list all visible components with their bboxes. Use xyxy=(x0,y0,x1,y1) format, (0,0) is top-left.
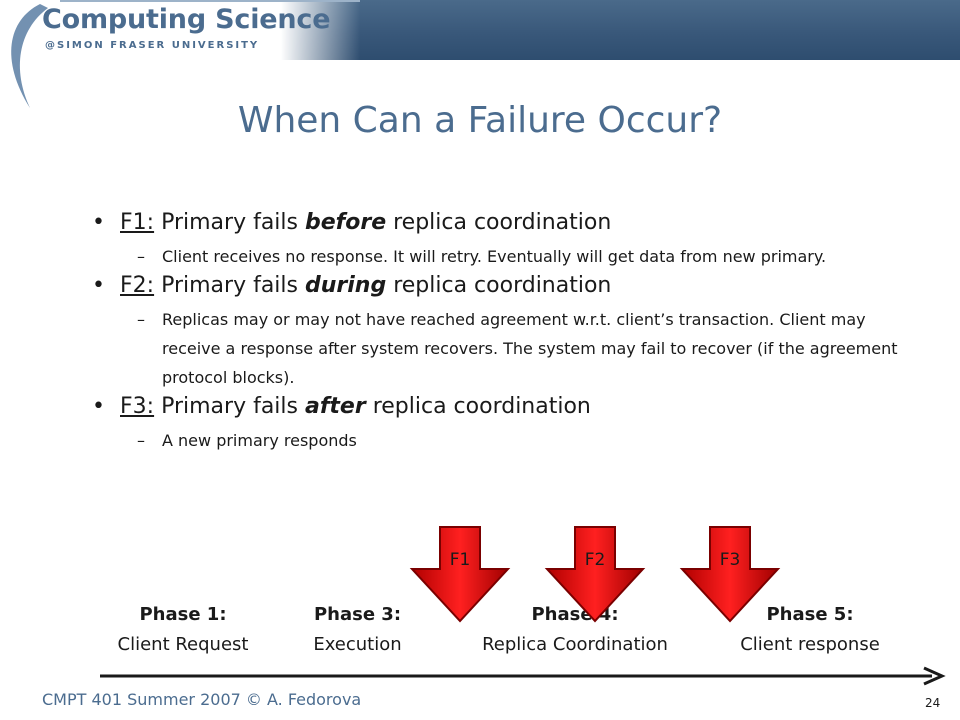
sub-bullet-text: Client receives no response. It will ret… xyxy=(162,247,827,266)
bullet-tag: F2: xyxy=(120,273,155,298)
page-number: 24 xyxy=(925,696,941,710)
phase-3: Phase 3: Execution xyxy=(290,600,425,660)
bullet-tag: F1: xyxy=(120,210,155,235)
bullet-item-f2: • F2: Primary fails during replica coord… xyxy=(92,271,912,392)
bullet-glyph: • xyxy=(92,394,105,419)
swoosh-logo-icon xyxy=(11,0,360,108)
timeline-arrow xyxy=(100,666,946,686)
bullet-list: • F1: Primary fails before replica coord… xyxy=(92,208,912,455)
dash-glyph: – xyxy=(137,247,145,266)
footer-course: CMPT 401 Summer 2007 © A. Fedorova xyxy=(42,690,362,709)
phase-1: Phase 1: Client Request xyxy=(98,600,268,660)
sub-bullet-text: Replicas may or may not have reached agr… xyxy=(162,310,898,387)
failure-label-f2: F2 xyxy=(584,550,606,570)
bullet-text-pre: Primary fails xyxy=(154,210,305,235)
bullet-emphasis: before xyxy=(304,210,387,235)
bullet-text-post: replica coordination xyxy=(386,273,612,298)
down-arrow-icon xyxy=(409,526,511,623)
phase-title: Phase 3: xyxy=(313,604,402,625)
bullet-emphasis: after xyxy=(304,394,366,419)
dash-glyph: – xyxy=(137,310,145,329)
bullet-item-f3: • F3: Primary fails after replica coordi… xyxy=(92,392,912,455)
bullet-text-pre: Primary fails xyxy=(154,273,305,298)
bullet-text-post: replica coordination xyxy=(386,210,612,235)
failure-label-f3: F3 xyxy=(719,550,741,570)
slide-title: When Can a Failure Occur? xyxy=(237,100,723,141)
bullet-item-f1: • F1: Primary fails before replica coord… xyxy=(92,208,912,271)
phase-title: Phase 1: xyxy=(139,604,227,625)
dash-glyph: – xyxy=(137,431,145,450)
bullet-glyph: • xyxy=(92,210,105,235)
phase-label: Replica Coordination xyxy=(482,634,668,655)
phase-5: Phase 5: Client response xyxy=(715,600,905,660)
bullet-text-post: replica coordination xyxy=(365,394,591,419)
brand-subtitle: @SIMON FRASER UNIVERSITY xyxy=(45,40,260,51)
phase-label: Client response xyxy=(740,634,880,655)
down-arrow-icon xyxy=(679,526,781,623)
bullet-emphasis: during xyxy=(304,273,387,298)
header-banner-light xyxy=(0,0,360,60)
failure-label-f1: F1 xyxy=(449,550,471,570)
down-arrow-icon xyxy=(544,526,646,623)
phase-label: Execution xyxy=(313,634,402,655)
phase-title: Phase 5: xyxy=(766,604,854,625)
bullet-tag: F3: xyxy=(120,394,155,419)
phase-label: Client Request xyxy=(117,634,249,655)
sub-bullet-text: A new primary responds xyxy=(162,431,357,450)
brand-title: Computing Science xyxy=(42,4,331,35)
bullet-glyph: • xyxy=(92,273,105,298)
bullet-text-pre: Primary fails xyxy=(154,394,305,419)
